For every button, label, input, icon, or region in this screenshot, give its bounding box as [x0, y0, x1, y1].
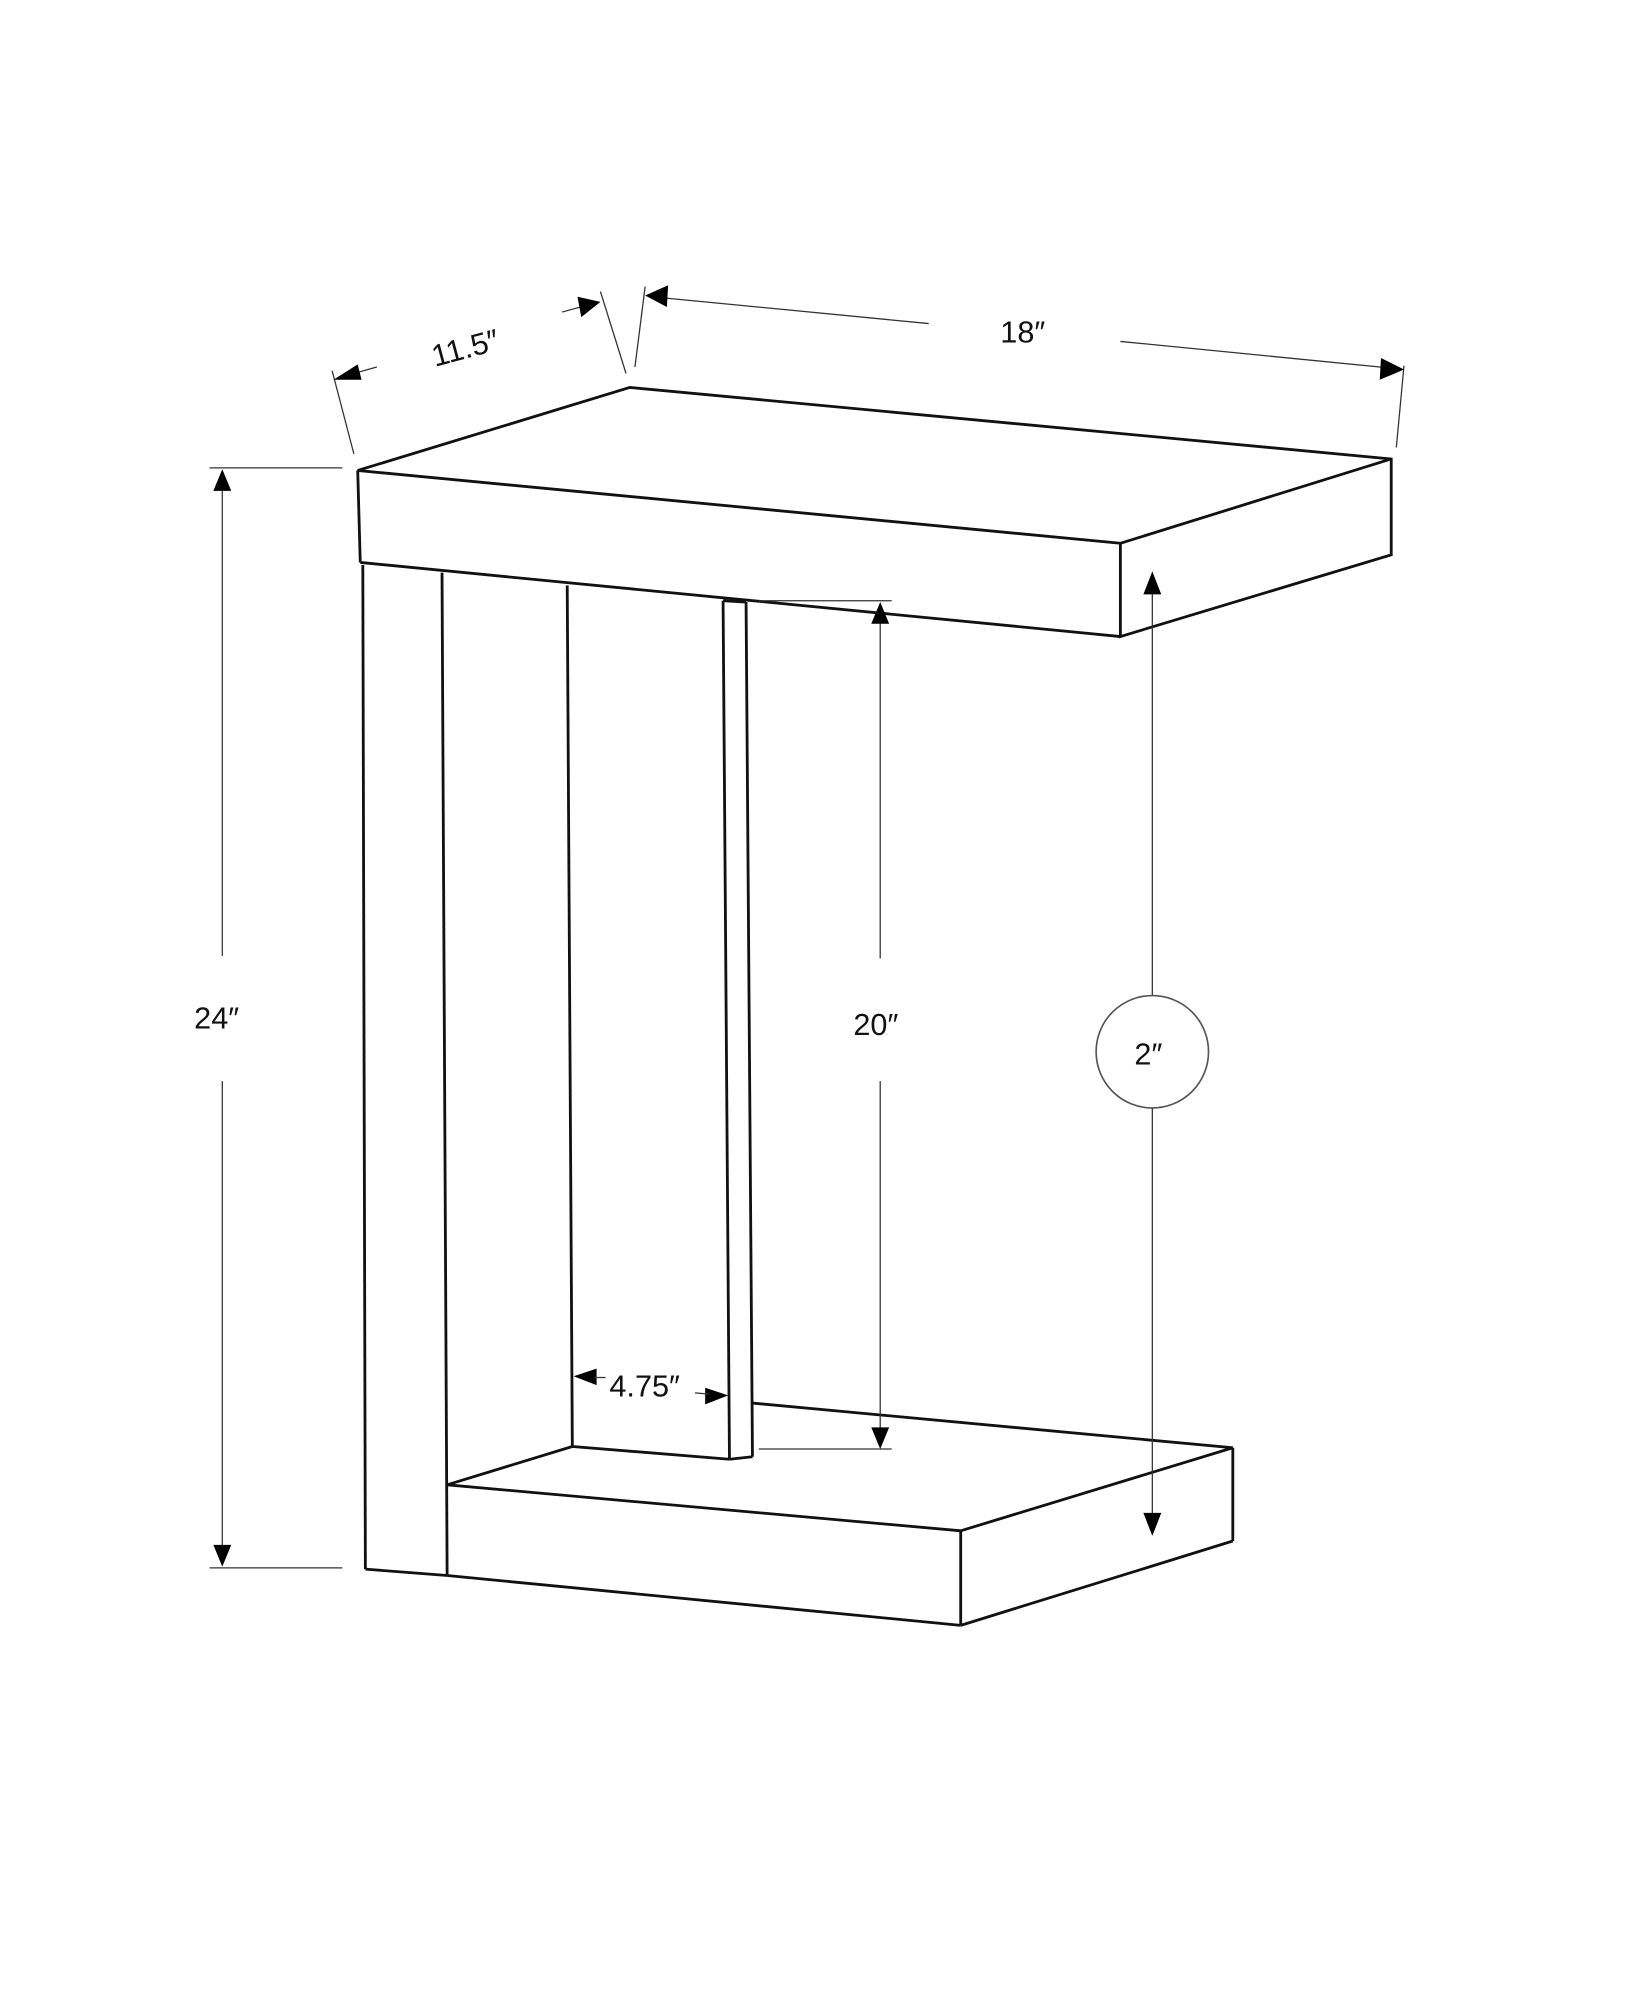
height-dimension: 24″: [194, 467, 343, 1569]
width-label: 18″: [1000, 316, 1045, 350]
panel-gap-dimension: 4.75″: [573, 1368, 729, 1405]
clearance-label: 20″: [853, 1008, 898, 1042]
back-panel: [565, 585, 754, 1461]
left-leg: [361, 565, 449, 1577]
table-base: [446, 1401, 1235, 1627]
width-dimension: 18″: [634, 285, 1405, 448]
panel-gap-label: 4.75″: [609, 1370, 680, 1404]
height-label: 24″: [194, 1002, 239, 1036]
table-top: [356, 386, 1393, 639]
top-thickness-label: 2″: [1134, 1038, 1162, 1072]
top-thickness-dimension: 2″: [1095, 571, 1210, 1536]
clearance-dimension: 20″: [758, 600, 898, 1450]
depth-dimension: 11.5″: [331, 291, 627, 455]
depth-label: 11.5″: [428, 323, 503, 374]
